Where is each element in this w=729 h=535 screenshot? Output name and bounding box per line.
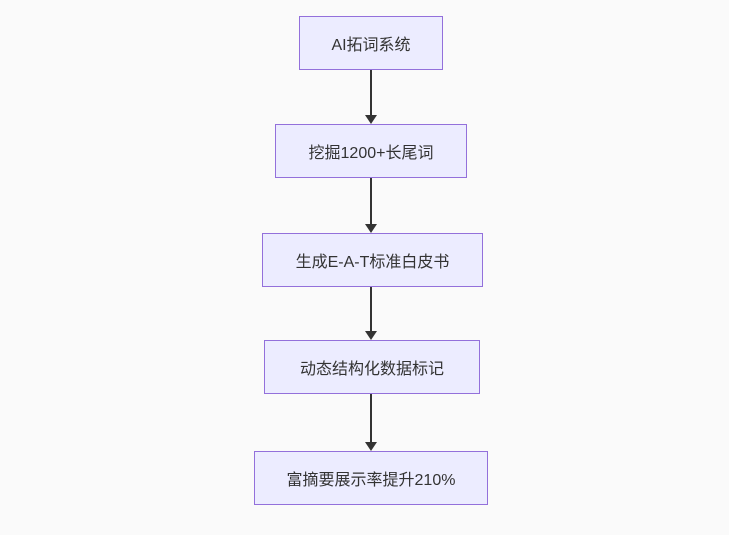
arrow-line [370,287,372,333]
flow-arrow-2 [360,178,382,233]
flow-node-longtail-mining: 挖掘1200+长尾词 [275,124,467,178]
arrowhead-down-icon [365,115,377,124]
flow-node-label: 富摘要展示率提升210% [286,472,456,489]
arrowhead-down-icon [365,224,377,233]
arrowhead-down-icon [365,442,377,451]
flow-node-label: 生成E-A-T标准白皮书 [295,254,450,271]
arrow-line [370,178,372,226]
flow-node-rich-snippet-result: 富摘要展示率提升210% [254,451,488,505]
flow-node-label: 挖掘1200+长尾词 [308,145,434,162]
arrowhead-down-icon [365,331,377,340]
flow-node-eat-whitepaper: 生成E-A-T标准白皮书 [262,233,483,287]
flow-arrow-4 [360,394,382,451]
flow-arrow-1 [360,70,382,124]
flow-node-ai-keyword-system: AI拓词系统 [299,16,443,70]
arrow-line [370,394,372,444]
arrow-line [370,70,372,117]
flow-arrow-3 [360,287,382,340]
flow-node-label: AI拓词系统 [331,37,411,54]
flow-node-label: 动态结构化数据标记 [299,361,444,378]
flow-node-structured-data-markup: 动态结构化数据标记 [264,340,480,394]
